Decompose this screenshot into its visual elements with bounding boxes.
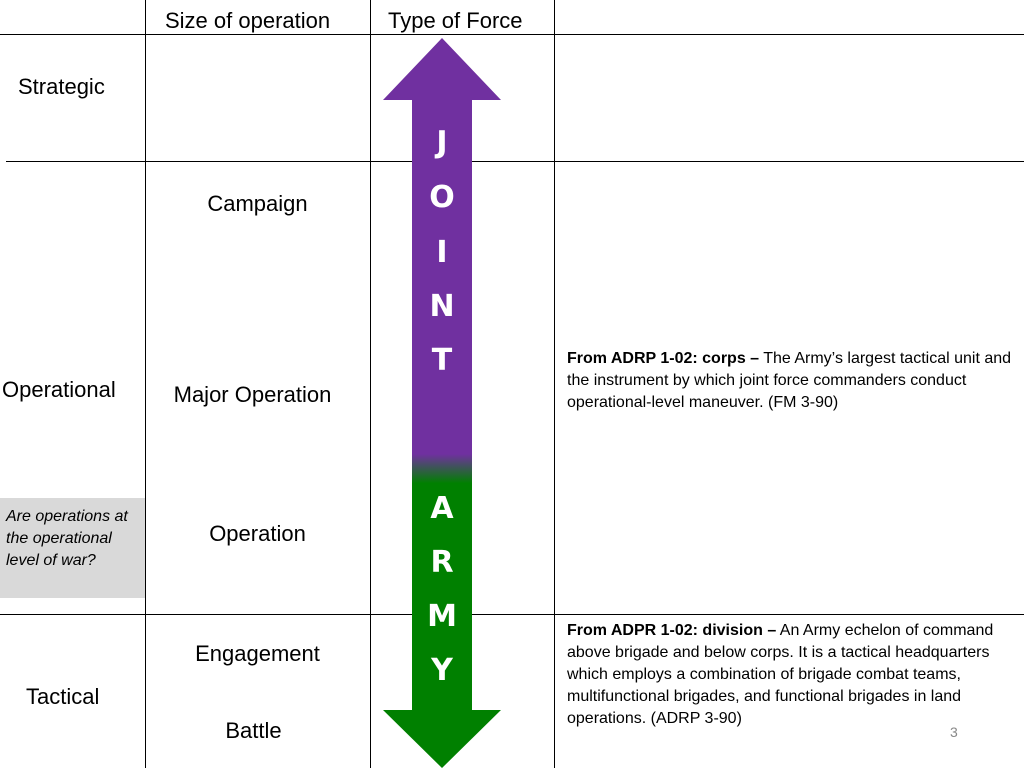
header-divider: [0, 34, 1024, 35]
joint-letter-t: T: [431, 343, 453, 378]
header-type-of-force: Type of Force: [388, 8, 523, 33]
definition-division: From ADPR 1-02: division – An Army echel…: [567, 620, 1017, 730]
definition-corps-text: The Army’s largest tactical unit and the…: [567, 350, 1012, 411]
column-divider-2: [370, 0, 371, 768]
column-divider-3: [554, 0, 555, 768]
arrow-shape: [383, 38, 501, 768]
header-size-of-operation: Size of operation: [165, 8, 331, 33]
definition-division-term: From ADPR 1-02: division –: [567, 622, 777, 639]
definition-corps-term: From ADRP 1-02: corps –: [567, 350, 760, 367]
level-tactical: Tactical: [26, 684, 100, 709]
size-operation: Operation: [209, 521, 306, 546]
level-operational: Operational: [2, 377, 116, 402]
level-strategic: Strategic: [18, 74, 105, 99]
joint-army-double-arrow: [383, 38, 501, 768]
joint-letter-o: O: [429, 180, 455, 215]
size-campaign: Campaign: [207, 191, 308, 216]
size-engagement: Engagement: [195, 641, 320, 666]
army-letter-y: Y: [431, 653, 453, 688]
size-battle: Battle: [225, 718, 282, 743]
army-letter-a: A: [430, 491, 454, 526]
question-note: Are operations at the operational level …: [0, 498, 145, 598]
page-number: 3: [950, 724, 958, 740]
joint-letter-i: I: [436, 235, 448, 270]
joint-letter-j: J: [436, 125, 448, 160]
size-major-operation: Major Operation: [173, 382, 332, 407]
definition-corps: From ADRP 1-02: corps – The Army’s large…: [567, 348, 1017, 414]
definition-division-text: An Army echelon of command above brigade…: [567, 622, 994, 727]
army-letter-r: R: [430, 545, 454, 580]
operational-tactical-divider: [0, 614, 1024, 615]
army-letter-m: M: [427, 599, 457, 634]
joint-letter-n: N: [429, 289, 455, 324]
strategic-operational-divider: [6, 161, 1024, 162]
column-divider-1: [145, 0, 146, 768]
